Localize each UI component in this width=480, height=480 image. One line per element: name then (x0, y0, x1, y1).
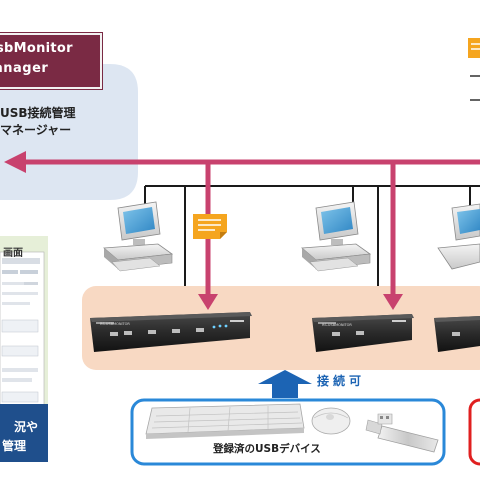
usb-memory-icon (365, 413, 439, 453)
not-registered-box (468, 398, 480, 466)
side-panel-line2: 管理 (2, 439, 27, 453)
memo-icon (468, 38, 480, 58)
computer-icon (301, 201, 372, 272)
device-zone (82, 286, 480, 370)
manager-badge-line1: sbMonitor (0, 41, 73, 56)
manager-desc-line1: USB接続管理 (0, 106, 76, 120)
manager-desc-line2: マネージャー (0, 123, 72, 137)
usb-devices-label: 登録済のUSBデバイス (213, 443, 321, 455)
computer-icon (437, 203, 480, 270)
connect-label: 接続可 (317, 374, 366, 388)
computer-icon (103, 201, 174, 272)
manager-cloud (0, 64, 138, 200)
screen-caption: 画面 (3, 248, 23, 259)
arrow-to-manager (4, 151, 26, 173)
management-screen (0, 236, 48, 462)
memo-icon (193, 214, 227, 239)
up-arrow-icon (258, 370, 312, 398)
usb-hub-device-icon (434, 316, 480, 352)
keyboard-icon (145, 403, 305, 439)
side-panel-line1: 況や (14, 420, 39, 434)
manager-badge-line2: anager (0, 61, 49, 76)
manager-badge: sbMonitor anager (0, 33, 102, 89)
mouse-icon (311, 407, 351, 435)
usb-hub-device-icon (312, 314, 414, 352)
usb-hub-device-icon (90, 312, 252, 352)
